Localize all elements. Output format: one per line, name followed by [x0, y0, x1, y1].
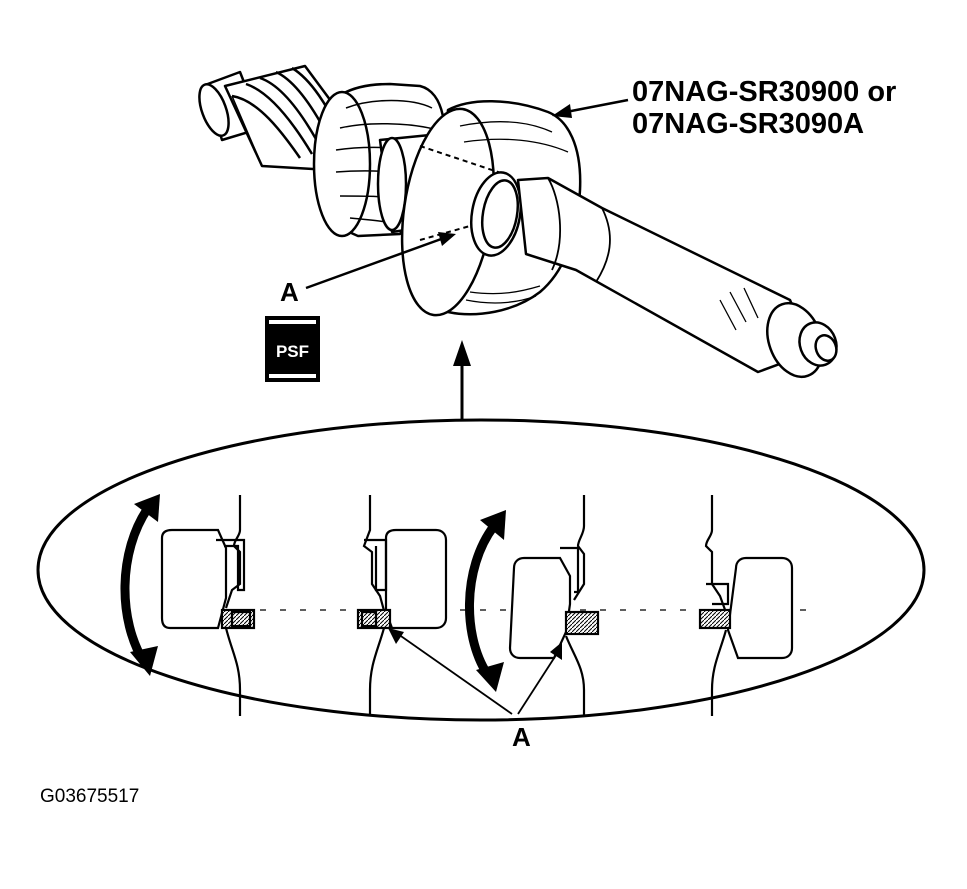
upper-callout-a: A	[280, 277, 299, 307]
tool-number-line-1: 07NAG-SR30900 or	[632, 76, 897, 108]
shaft-right	[516, 176, 838, 379]
lower-callout-a-leaders	[388, 628, 562, 715]
tool-number-leader	[552, 98, 629, 118]
upper-callout-a-leader	[305, 232, 456, 290]
lower-callout-a: A	[512, 722, 531, 752]
psf-label: PSF	[276, 342, 309, 361]
detail-step-2	[356, 495, 448, 716]
figure-id: G03675517	[40, 786, 140, 807]
detail-pointer-arrow	[453, 340, 471, 420]
detail-step-1	[120, 494, 256, 716]
tool-number-line-2: 07NAG-SR3090A	[632, 108, 865, 140]
detail-step-4	[698, 495, 794, 716]
detail-view-oval	[36, 418, 926, 722]
detail-step-3	[465, 495, 600, 716]
seal-installer-tool	[400, 100, 582, 317]
power-steering-fluid-icon: PSF	[265, 316, 320, 382]
pinion-shaft-assembly	[198, 64, 838, 379]
